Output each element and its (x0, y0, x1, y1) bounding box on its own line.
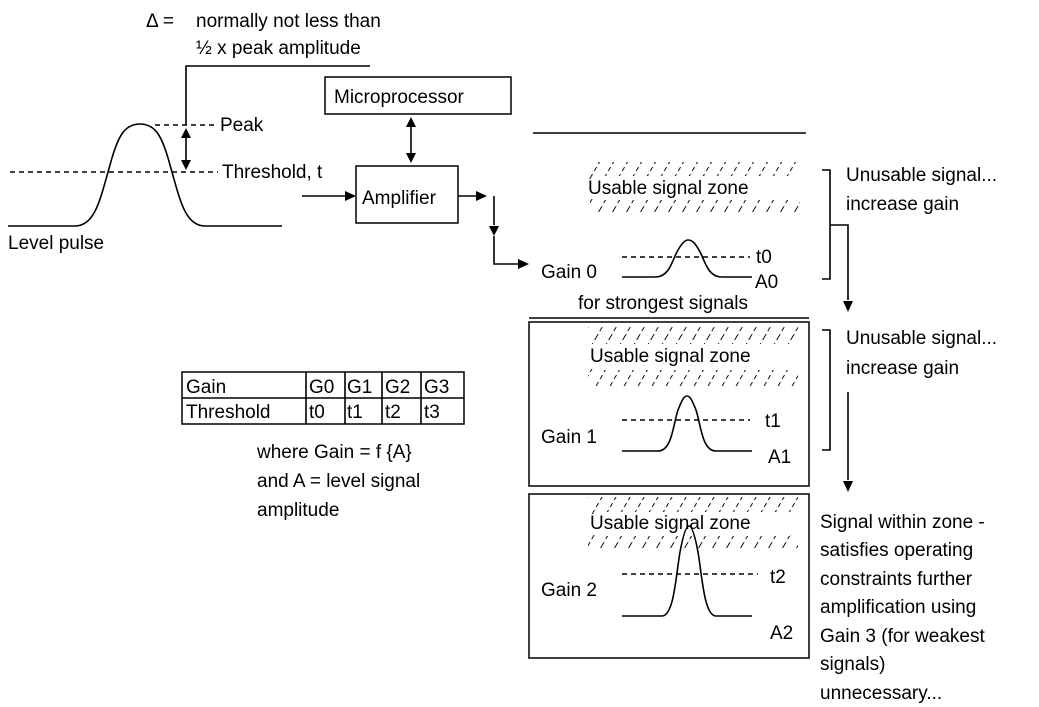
panel1-pulse (622, 395, 752, 452)
note0-line1: Unusable signal... (846, 165, 997, 186)
note0-flow-line (830, 224, 849, 300)
panel1-amplitude-label: A1 (768, 447, 791, 468)
panel0-zone-hatch-bottom (590, 198, 800, 215)
note1-flow-arrow (843, 481, 853, 492)
delta-leader-line (185, 65, 370, 125)
panel0-zone-label-bg (600, 176, 790, 200)
delta-note-line1: normally not less than (196, 11, 381, 32)
note2-line1: Signal within zone - (820, 512, 985, 533)
panel2-zone-label: Usable signal zone (590, 513, 751, 534)
gain0-input-arrow (518, 259, 529, 269)
panel1-zone-label: Usable signal zone (590, 346, 751, 367)
note0-line2: increase gain (846, 194, 959, 215)
peak-label: Peak (220, 115, 264, 136)
note2-line2: satisfies operating (820, 540, 973, 561)
table-cell-r1c2: t1 (347, 402, 363, 423)
panel2-zone-hatch-top (588, 497, 798, 514)
table-cell-r0c2: G1 (347, 377, 372, 398)
note0-flow-arrow (843, 301, 853, 312)
delta-arrow-down (181, 160, 191, 170)
delta-arrow-up (181, 128, 191, 138)
panel1-zone-hatch-bottom (588, 369, 798, 386)
table-caption-line3: amplitude (257, 500, 339, 521)
table-caption-line1: where Gain = f {A} (256, 442, 412, 463)
gain-threshold-table: Gain G0 G1 G2 G3 Threshold t0 t1 t2 t3 (181, 371, 465, 425)
panel2-zone-hatch-bottom (588, 533, 798, 550)
amp-drop-arrow (489, 226, 499, 236)
note1-bracket (822, 329, 831, 451)
table-cell-r0c3: G2 (385, 377, 410, 398)
panel0-zone-hatch-top (588, 162, 798, 179)
amplifier-label: Amplifier (362, 188, 437, 209)
panel2-pulse (622, 525, 752, 617)
table-cell-r1c4: t3 (424, 402, 440, 423)
mp-arrow-down (406, 153, 416, 163)
level-pulse-label: Level pulse (8, 233, 104, 254)
table-cell-r1c1: t0 (309, 402, 325, 423)
note1-line2: increase gain (846, 358, 959, 379)
note2-line7: unnecessary... (820, 683, 942, 704)
panel2-gain-label: Gain 2 (541, 580, 597, 601)
panel1-gain-label: Gain 1 (541, 427, 597, 448)
panel2-zone-label-bg (600, 512, 790, 536)
level-pulse-waveform (8, 123, 282, 227)
table-cell-r0c1: G0 (309, 377, 334, 398)
amp-to-gain0-line (493, 236, 518, 265)
delta-note-line2: ½ x peak amplitude (196, 38, 361, 59)
note0-bracket (822, 169, 831, 280)
threshold-label: Threshold, t (222, 162, 323, 183)
amp-output-arrow (476, 191, 487, 201)
table-caption-line2: and A = level signal (257, 471, 420, 492)
panel0-amplitude-label: A0 (755, 272, 778, 293)
panel0-caption: for strongest signals (578, 293, 748, 314)
table-cell-r1c3: t2 (385, 402, 401, 423)
panel2-amplitude-label: A2 (770, 623, 793, 644)
amplifier-block (355, 165, 459, 224)
mp-arrow-up (406, 117, 416, 127)
microprocessor-label: Microprocessor (334, 87, 465, 108)
note1-line1: Unusable signal... (846, 328, 997, 349)
panel0-pulse (622, 239, 752, 278)
panel1-zone-hatch-top (588, 327, 798, 344)
table-cell-r0c0: Gain (186, 377, 226, 398)
panel1-zone-label-bg (600, 344, 790, 370)
table-cell-r1c0: Threshold (186, 402, 271, 423)
table-cell-r0c4: G3 (424, 377, 449, 398)
note2-line4: amplification using (820, 597, 976, 618)
panel0-threshold-label: t0 (756, 247, 772, 268)
microprocessor-block (324, 76, 512, 115)
panel0-zone-label: Usable signal zone (588, 178, 749, 199)
delta-symbol: Δ = (146, 11, 174, 32)
note2-line5: Gain 3 (for weakest (820, 626, 985, 647)
note2-line3: constraints further (820, 569, 973, 590)
note2-line6: signals) (820, 654, 885, 675)
panel2-threshold-label: t2 (770, 567, 786, 588)
panel1-threshold-label: t1 (765, 411, 781, 432)
panel0-gain-label: Gain 0 (541, 262, 597, 283)
amp-input-arrow (345, 191, 356, 201)
